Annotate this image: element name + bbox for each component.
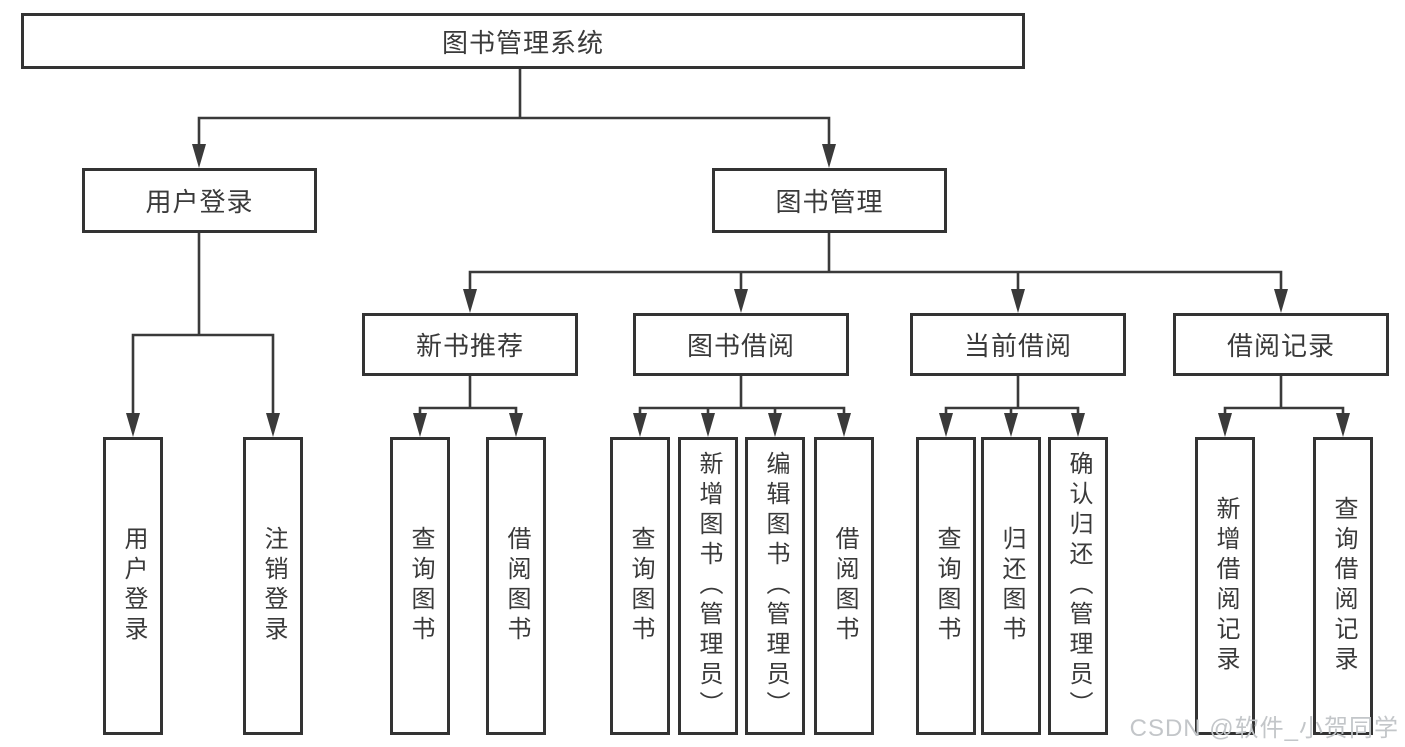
leaf-recommend-borrow-books: 借阅图书 [486, 437, 546, 735]
node-label: 注销登录 [260, 526, 287, 646]
arrowheads [126, 144, 1350, 437]
leaf-records-query-borrow-record: 查询借阅记录 [1313, 437, 1373, 735]
node-current-borrowing: 当前借阅 [910, 313, 1126, 376]
node-label: 借阅记录 [1226, 331, 1335, 361]
node-label: 图书管理系统 [441, 27, 604, 58]
watermark-csdn: CSDN @软件_小贺同学 [1129, 715, 1399, 742]
node-label: 查询图书 [627, 526, 654, 646]
node-label: 借阅图书 [831, 526, 858, 646]
leaf-current-return-books: 归还图书 [981, 437, 1041, 735]
node-label: 当前借阅 [963, 331, 1072, 361]
node-label: 图书管理 [775, 187, 884, 217]
node-label: 用户登录 [120, 526, 147, 646]
node-library-management-system: 图书管理系统 [21, 13, 1025, 69]
leaf-current-confirm-return-admin: 确认归还（管理员） [1048, 437, 1108, 735]
node-label: 图书借阅 [686, 331, 795, 361]
node-label: 查询图书 [933, 526, 960, 646]
node-borrowing-records: 借阅记录 [1173, 313, 1389, 376]
node-new-book-recommendation: 新书推荐 [362, 313, 578, 376]
node-label: 查询借阅记录 [1330, 496, 1357, 676]
leaf-user-login: 用户登录 [103, 437, 163, 735]
leaf-logout-login: 注销登录 [243, 437, 303, 735]
node-label: 确认归还（管理员） [1065, 451, 1092, 721]
node-book-borrowing: 图书借阅 [633, 313, 849, 376]
node-label: 归还图书 [998, 526, 1025, 646]
leaf-borrowing-edit-books-admin: 编辑图书（管理员） [745, 437, 805, 735]
leaf-records-add-borrow-record: 新增借阅记录 [1195, 437, 1255, 735]
leaf-recommend-query-books: 查询图书 [390, 437, 450, 735]
node-label: 新书推荐 [415, 331, 524, 361]
leaf-borrowing-borrow-books: 借阅图书 [814, 437, 874, 735]
node-label: 用户登录 [145, 187, 254, 217]
node-label: 新增借阅记录 [1212, 496, 1239, 676]
node-label: 查询图书 [407, 526, 434, 646]
leaf-borrowing-add-books-admin: 新增图书（管理员） [678, 437, 738, 735]
leaf-current-query-books: 查询图书 [916, 437, 976, 735]
node-label: 新增图书（管理员） [695, 451, 722, 721]
node-user-login: 用户登录 [82, 168, 317, 233]
node-label: 编辑图书（管理员） [762, 451, 789, 721]
node-book-management: 图书管理 [712, 168, 947, 233]
leaf-borrowing-query-books: 查询图书 [610, 437, 670, 735]
node-label: 借阅图书 [503, 526, 530, 646]
